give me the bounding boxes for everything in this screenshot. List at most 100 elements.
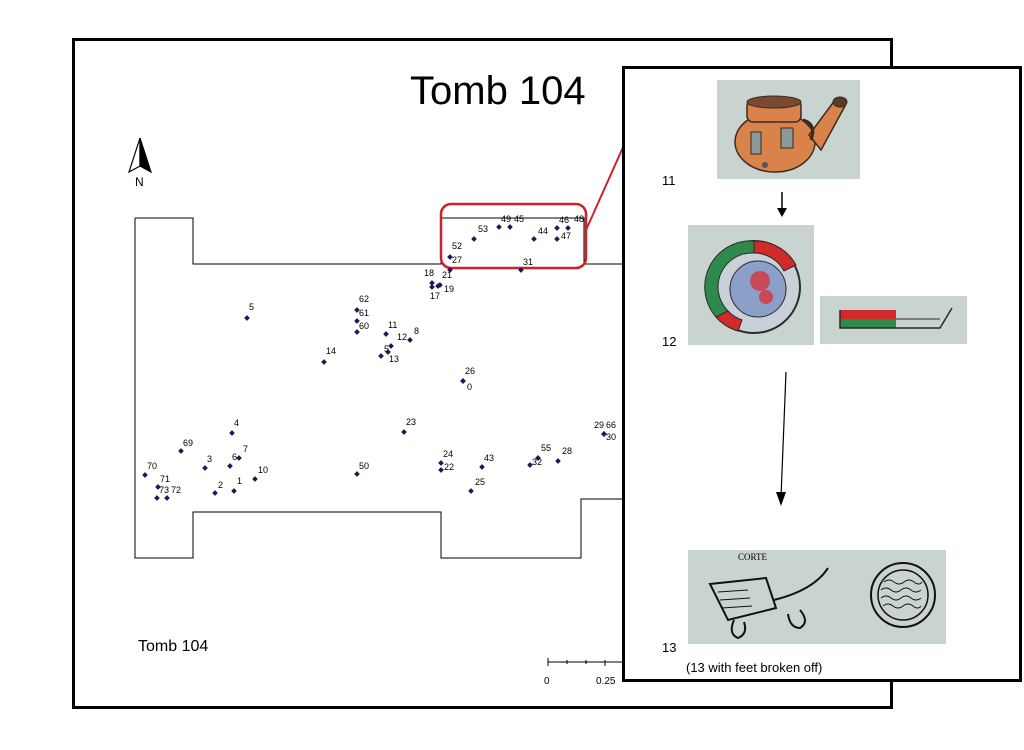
artifact-point-label: 45 [514, 214, 524, 224]
plate-12-top-image [688, 225, 814, 345]
artifact-point-label: 52 [452, 241, 462, 251]
artifact-point-marker [468, 488, 474, 494]
artifact-point-label: 5 [384, 344, 389, 354]
artifact-point-label: 62 [359, 294, 369, 304]
plate-12-side-image [820, 296, 967, 344]
artifact-point-label: 0 [467, 382, 472, 392]
artifact-point-marker [236, 455, 242, 461]
artifact-point-label: 4 [234, 418, 239, 428]
artifact-point-label: 71 [160, 474, 170, 484]
artifact-point-label: 22 [444, 462, 454, 472]
artifact-point-label: 46 [559, 215, 569, 225]
artifact-point-marker [155, 484, 161, 490]
artifact-point-marker [354, 329, 360, 335]
artifact-point-label: 30 [606, 432, 616, 442]
artifact-point-marker [401, 429, 407, 435]
artifact-point-label: 60 [359, 321, 369, 331]
artifact-point-marker [164, 495, 170, 501]
artifact-point-label: 2 [218, 480, 223, 490]
artifact-point-marker [471, 236, 477, 242]
artifact-point-marker [178, 448, 184, 454]
scale-tick-0: 0 [544, 676, 550, 687]
artifact-point-marker [601, 431, 607, 437]
inset-note: (13 with feet broken off) [686, 660, 823, 675]
artifact-point-label: 69 [183, 438, 193, 448]
artifact-point-label: 11 [388, 320, 397, 330]
artifact-point-marker [554, 236, 560, 242]
artifact-point-label: 72 [171, 485, 181, 495]
artifact-point-marker [447, 254, 453, 260]
artifact-point-marker [407, 337, 413, 343]
artifact-point-label: 48 [574, 214, 584, 224]
artifact-point-marker [354, 471, 360, 477]
artifact-point-label: 13 [389, 354, 399, 364]
engraving-title: CORTE [738, 552, 767, 562]
artifact-point-marker [321, 359, 327, 365]
artifact-point-label: 21 [442, 270, 452, 280]
artifact-point-marker [435, 283, 441, 289]
artifact-point-label: 12 [397, 332, 407, 342]
artifact-point-label: 73 [159, 485, 169, 495]
artifact-point-label: 50 [359, 461, 369, 471]
artifact-point-marker [447, 267, 453, 273]
north-arrow-icon: N [127, 137, 153, 189]
artifact-point-label: 70 [147, 461, 157, 471]
artifact-point-label: 8 [414, 326, 419, 336]
artifact-point-marker [142, 472, 148, 478]
artifact-point-label: 19 [444, 284, 454, 294]
artifact-point-marker [554, 225, 560, 231]
artifact-point-label: 28 [562, 446, 572, 456]
artifact-point-marker [354, 318, 360, 324]
artifact-point-marker [460, 378, 466, 384]
artifact-point-marker [252, 476, 258, 482]
artifact-point-marker [244, 315, 250, 321]
artifact-point-label: 18 [424, 268, 434, 278]
inset-label-13: 13 [662, 640, 677, 655]
artifact-point-label: 3 [207, 454, 212, 464]
artifact-point-label: 10 [258, 465, 268, 475]
artifact-point-label: 32 [532, 457, 542, 467]
artifact-point-marker [231, 488, 237, 494]
artifact-point-label: 66 [606, 420, 616, 430]
artifact-point-label: 1 [237, 476, 242, 486]
artifact-point-marker [227, 463, 233, 469]
artifact-point-label: 29 [594, 420, 604, 430]
inset-label-12: 12 [662, 334, 677, 349]
artifact-point-marker [202, 465, 208, 471]
artifact-point-label: 23 [406, 417, 416, 427]
artifact-point-marker [229, 430, 235, 436]
artifact-point-marker [565, 225, 571, 231]
artifact-point-marker [527, 462, 533, 468]
down-arrow-icon [776, 372, 787, 506]
map-title: Tomb 104 [410, 69, 586, 113]
artifact-point-marker [154, 495, 160, 501]
artifact-point-marker [383, 331, 389, 337]
artifact-point-label: 61 [359, 308, 369, 318]
artifact-point-label: 27 [452, 255, 462, 265]
artifact-point-label: 49 [501, 214, 511, 224]
vessel-11-image [717, 80, 860, 179]
artifact-point-marker [496, 224, 502, 230]
artifact-point-label: 6 [232, 452, 237, 462]
artifact-point-marker [354, 307, 360, 313]
artifact-point-marker [479, 464, 485, 470]
vessel-13-image: CORTE [688, 550, 946, 644]
artifact-point-label: 47 [561, 231, 571, 241]
artifact-point-label: 55 [541, 443, 551, 453]
highlight-box [439, 202, 588, 270]
inset-label-11: 11 [662, 173, 676, 188]
artifact-point-label: 5 [249, 302, 254, 312]
artifact-point-marker [531, 236, 537, 242]
scale-tick-1: 0.25 [596, 676, 616, 687]
artifact-point-marker [212, 490, 218, 496]
artifact-point-marker [385, 349, 391, 355]
tomb-outline-lower [134, 218, 624, 559]
artifact-point-marker [555, 458, 561, 464]
artifact-point-label: 31 [523, 257, 533, 267]
highlight-connector [585, 144, 625, 231]
artifact-point-marker [429, 284, 435, 290]
tomb-outline [135, 217, 624, 265]
north-label: N [135, 175, 144, 189]
